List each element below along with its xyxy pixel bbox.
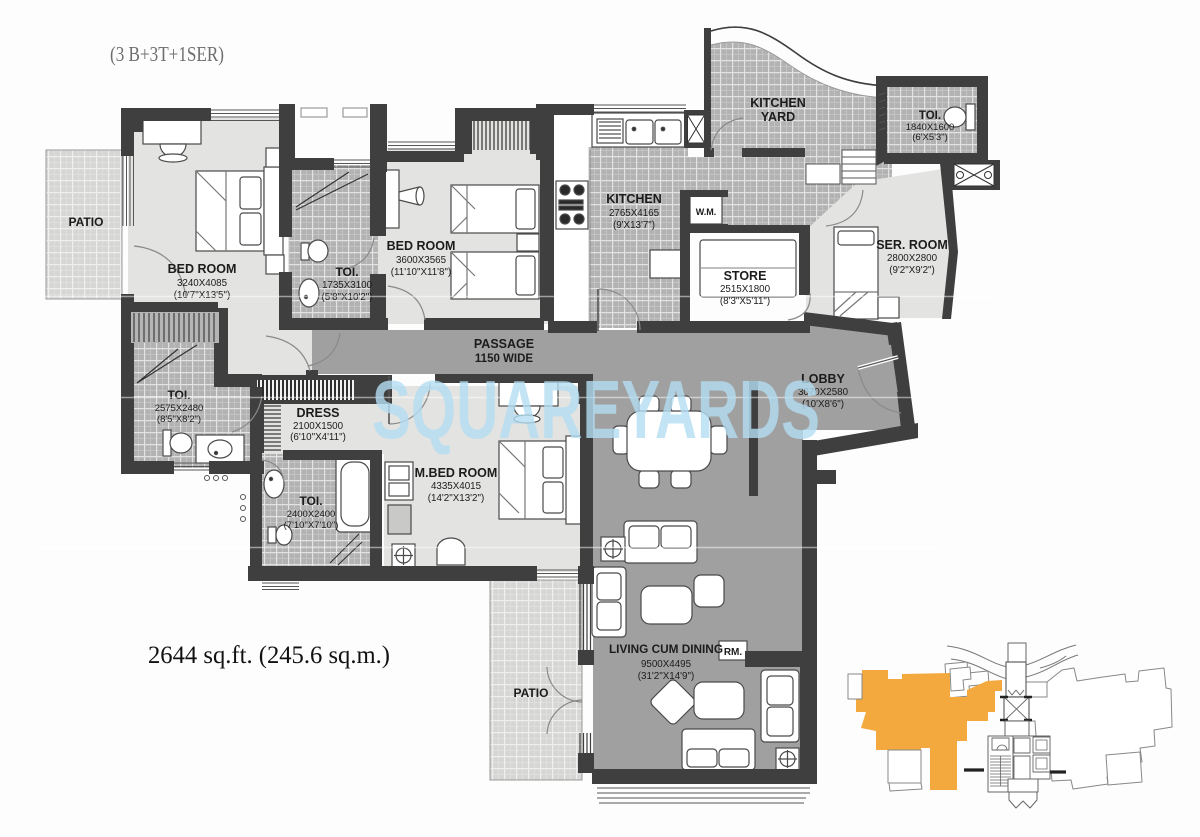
svg-text:TOI.: TOI. — [167, 388, 190, 402]
svg-text:(6'10"X4'11"): (6'10"X4'11") — [290, 432, 346, 443]
svg-text:(9'X13'7"): (9'X13'7") — [613, 220, 655, 231]
svg-text:(5'8"X10'2"): (5'8"X10'2") — [322, 292, 373, 303]
svg-text:(6'X5'3"): (6'X5'3") — [912, 132, 948, 143]
svg-text:PASSAGE: PASSAGE — [474, 337, 534, 351]
svg-text:W.M.: W.M. — [696, 207, 717, 217]
svg-text:1735X3100: 1735X3100 — [322, 280, 373, 291]
svg-text:SER. ROOM: SER. ROOM — [876, 238, 948, 252]
svg-text:TOI.: TOI. — [919, 110, 941, 122]
svg-text:2515X1800: 2515X1800 — [720, 284, 771, 295]
svg-text:2575X2480: 2575X2480 — [155, 403, 204, 414]
svg-text:(14'2"X13'2"): (14'2"X13'2") — [428, 493, 484, 504]
svg-text:SQUAREYARDS: SQUAREYARDS — [372, 363, 820, 456]
svg-text:RM.: RM. — [724, 647, 743, 658]
svg-text:3240X4085: 3240X4085 — [177, 278, 228, 289]
svg-text:(31'2"X14'9"): (31'2"X14'9") — [638, 671, 694, 682]
svg-text:9500X4495: 9500X4495 — [641, 659, 692, 670]
svg-text:2800X2800: 2800X2800 — [887, 253, 938, 264]
svg-text:(8'3"X5'11"): (8'3"X5'11") — [720, 296, 770, 307]
svg-text:M.BED ROOM: M.BED ROOM — [415, 466, 498, 480]
svg-text:(11'10"X11'8"): (11'10"X11'8") — [391, 267, 451, 278]
svg-text:4335X4015: 4335X4015 — [431, 481, 482, 492]
svg-text:STORE: STORE — [724, 269, 767, 283]
svg-text:(10'7"X13'5"): (10'7"X13'5") — [174, 290, 230, 301]
svg-text:TOI.: TOI. — [335, 265, 358, 279]
svg-text:LOBBY: LOBBY — [801, 372, 845, 386]
svg-text:DRESS: DRESS — [296, 406, 339, 420]
svg-text:2644 sq.ft. (245.6 sq.m.): 2644 sq.ft. (245.6 sq.m.) — [148, 640, 390, 669]
svg-text:2100X1500: 2100X1500 — [293, 421, 344, 432]
svg-text:BED ROOM: BED ROOM — [168, 262, 237, 276]
svg-text:2765X4165: 2765X4165 — [609, 208, 660, 219]
svg-text:1840X1600: 1840X1600 — [906, 122, 955, 133]
svg-text:(10'X8'6"): (10'X8'6") — [802, 399, 844, 410]
svg-text:PATIO: PATIO — [514, 686, 549, 700]
svg-text:TOI.: TOI. — [299, 494, 322, 508]
svg-text:PATIO: PATIO — [69, 215, 104, 229]
svg-text:2400X2400: 2400X2400 — [287, 509, 336, 520]
svg-text:BED ROOM: BED ROOM — [387, 239, 456, 253]
svg-text:KITCHEN: KITCHEN — [606, 192, 662, 206]
svg-text:YARD: YARD — [761, 110, 795, 124]
svg-text:(3 B+3T+1SER): (3 B+3T+1SER) — [110, 42, 224, 66]
svg-text:(9'2"X9'2"): (9'2"X9'2") — [889, 265, 935, 276]
svg-text:(8'5"X8'2"): (8'5"X8'2") — [157, 414, 201, 425]
svg-text:3600X3565: 3600X3565 — [396, 255, 447, 266]
svg-text:(7'10"X7'10"): (7'10"X7'10") — [284, 520, 339, 531]
svg-text:LIVING CUM DINING: LIVING CUM DINING — [609, 642, 723, 656]
svg-text:1150 WIDE: 1150 WIDE — [475, 353, 533, 365]
svg-text:3070X2580: 3070X2580 — [798, 387, 849, 398]
svg-text:KITCHEN: KITCHEN — [750, 96, 806, 110]
